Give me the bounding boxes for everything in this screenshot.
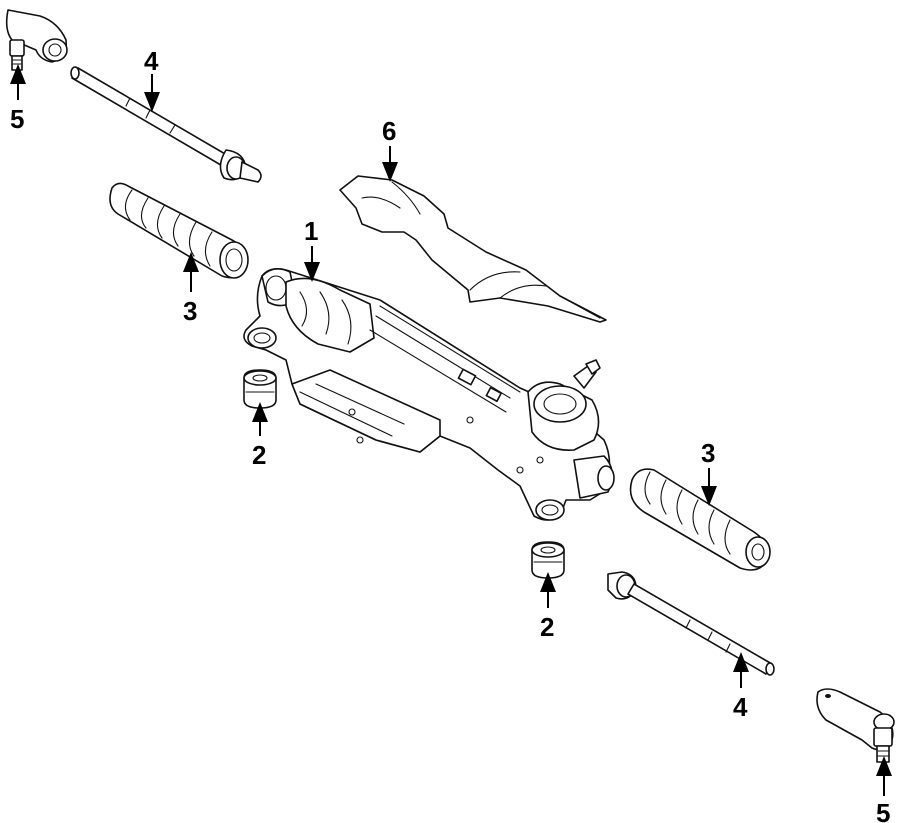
callout-leaders [10, 64, 892, 796]
mount-bushing-right [531, 541, 565, 579]
mount-bushing-left [243, 369, 277, 409]
callout-4-left: 4 [144, 46, 159, 76]
callout-1: 1 [304, 216, 318, 246]
outer-tie-rod-end-right [816, 688, 895, 763]
heat-shield [339, 175, 607, 323]
outer-tie-rod-end-left [5, 9, 68, 71]
callout-4-right: 4 [733, 692, 748, 722]
callout-3-right: 3 [701, 438, 715, 468]
callout-2-right: 2 [540, 612, 554, 642]
callout-5-right: 5 [876, 798, 890, 823]
boot-right [629, 468, 771, 571]
rack-and-pinion-assembly [243, 268, 615, 521]
callout-6: 6 [382, 116, 396, 146]
callout-2-left: 2 [252, 440, 266, 470]
boot-left [109, 182, 249, 279]
callout-3-left: 3 [183, 296, 197, 326]
callout-5-left: 5 [10, 104, 24, 134]
inner-tie-rod-left [70, 66, 262, 183]
inner-tie-rod-right [607, 571, 775, 676]
